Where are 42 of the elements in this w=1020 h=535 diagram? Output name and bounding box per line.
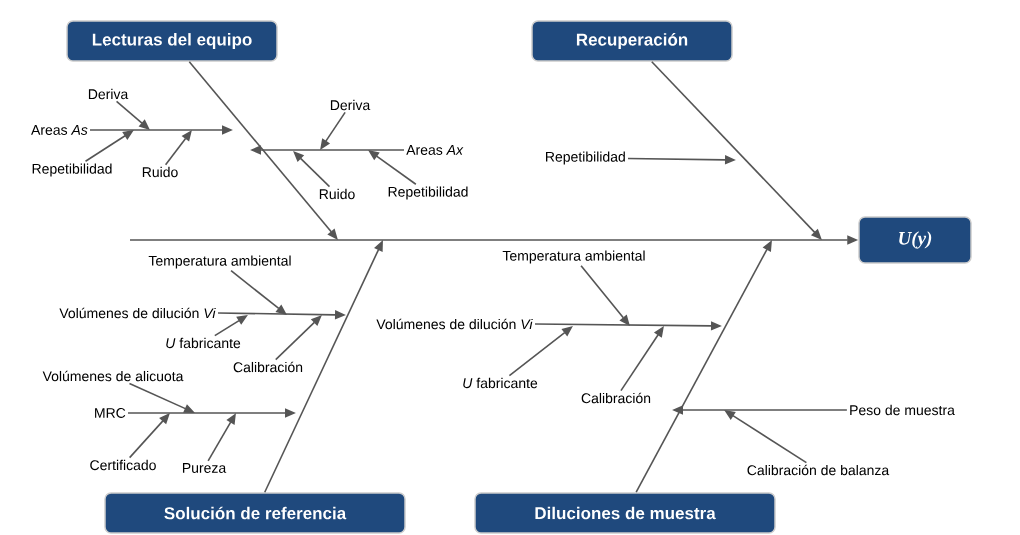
- cause-label: Areas As: [31, 125, 88, 135]
- category-box: Lecturas del equipo: [66, 20, 278, 62]
- cause-label: Peso de muestra: [850, 404, 955, 416]
- cause-label: Volúmenes de dilución Vi: [59, 307, 216, 319]
- cause-label: U fabricante: [463, 377, 538, 389]
- cause-label: MRC: [95, 408, 126, 418]
- cause-label: Repetibilidad: [32, 163, 112, 177]
- effect-box: U(y): [858, 216, 972, 264]
- cause-label: Repetibilidad: [546, 151, 625, 165]
- cause-label: Ruido: [142, 166, 178, 178]
- cause-label: Calibración: [581, 392, 651, 404]
- category-box: Solución de referencia: [104, 492, 406, 534]
- cause-label: Calibración de balanza: [747, 464, 890, 476]
- cause-label: U fabricante: [166, 337, 241, 349]
- arrow: [580, 264, 630, 326]
- cause-label: Repetibilidad: [388, 186, 468, 200]
- cause-label: Deriva: [88, 88, 129, 100]
- cause-label: Temperatura ambiental: [148, 255, 291, 269]
- cause-label: Volúmenes de alicuota: [42, 370, 184, 382]
- arrow: [128, 413, 170, 459]
- arrow: [274, 315, 322, 361]
- arrow: [115, 100, 150, 130]
- cause-label: Deriva: [330, 99, 371, 111]
- arrow: [508, 326, 573, 377]
- arrow: [230, 269, 287, 315]
- arrow: [84, 130, 134, 163]
- arrow: [651, 60, 822, 240]
- arrow: [164, 130, 192, 166]
- arrow: [368, 150, 417, 186]
- arrow: [293, 151, 331, 188]
- cause-label: Areas Ax: [406, 145, 464, 155]
- arrow: [320, 111, 346, 150]
- category-box: Diluciones de muestra: [474, 492, 776, 534]
- cause-label: Pureza: [183, 463, 227, 473]
- cause-label: Temperatura ambiental: [502, 250, 645, 264]
- cause-label: Ruido: [319, 188, 355, 200]
- cause-label: Certificado: [90, 459, 156, 471]
- cause-label: Volúmenes de dilución Vi: [376, 318, 533, 330]
- arrow: [620, 326, 664, 392]
- arrow: [188, 60, 338, 240]
- category-box: Recuperación: [531, 20, 733, 62]
- cause-label: Calibración: [233, 361, 303, 373]
